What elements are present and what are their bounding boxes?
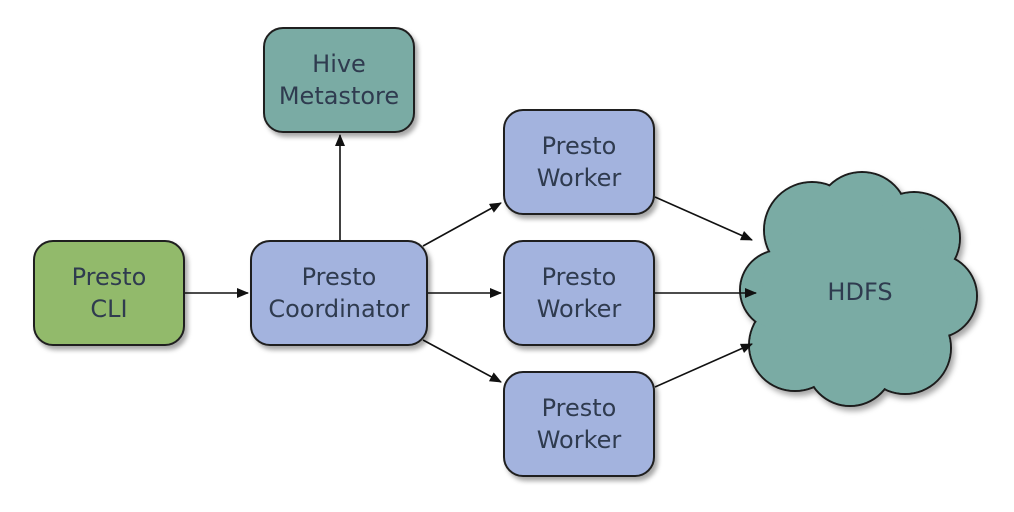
arrow-worker1-to-hdfs: [654, 196, 753, 241]
presto-worker-node-2: Presto Worker: [503, 240, 655, 346]
hdfs-cloud: [739, 171, 978, 407]
hdfs-node: HDFS: [770, 270, 950, 314]
presto-cli-label: Presto CLI: [71, 263, 147, 323]
presto-worker-node-3: Presto Worker: [503, 371, 655, 477]
presto-coordinator-label: Presto Coordinator: [268, 263, 410, 323]
hive-metastore-label: Hive Metastore: [278, 50, 400, 110]
arrow-coordinator-to-worker3: [422, 339, 502, 383]
arrow-worker3-to-hdfs: [654, 343, 753, 388]
presto-worker-label-3: Presto Worker: [536, 394, 622, 454]
hive-metastore-node: Hive Metastore: [263, 27, 415, 133]
presto-coordinator-node: Presto Coordinator: [250, 240, 428, 346]
presto-worker-node-1: Presto Worker: [503, 109, 655, 215]
presto-worker-label-2: Presto Worker: [536, 263, 622, 323]
presto-cli-node: Presto CLI: [33, 240, 185, 346]
presto-worker-label-1: Presto Worker: [536, 132, 622, 192]
hdfs-label: HDFS: [827, 278, 893, 306]
arrow-coordinator-to-worker1: [422, 202, 502, 247]
